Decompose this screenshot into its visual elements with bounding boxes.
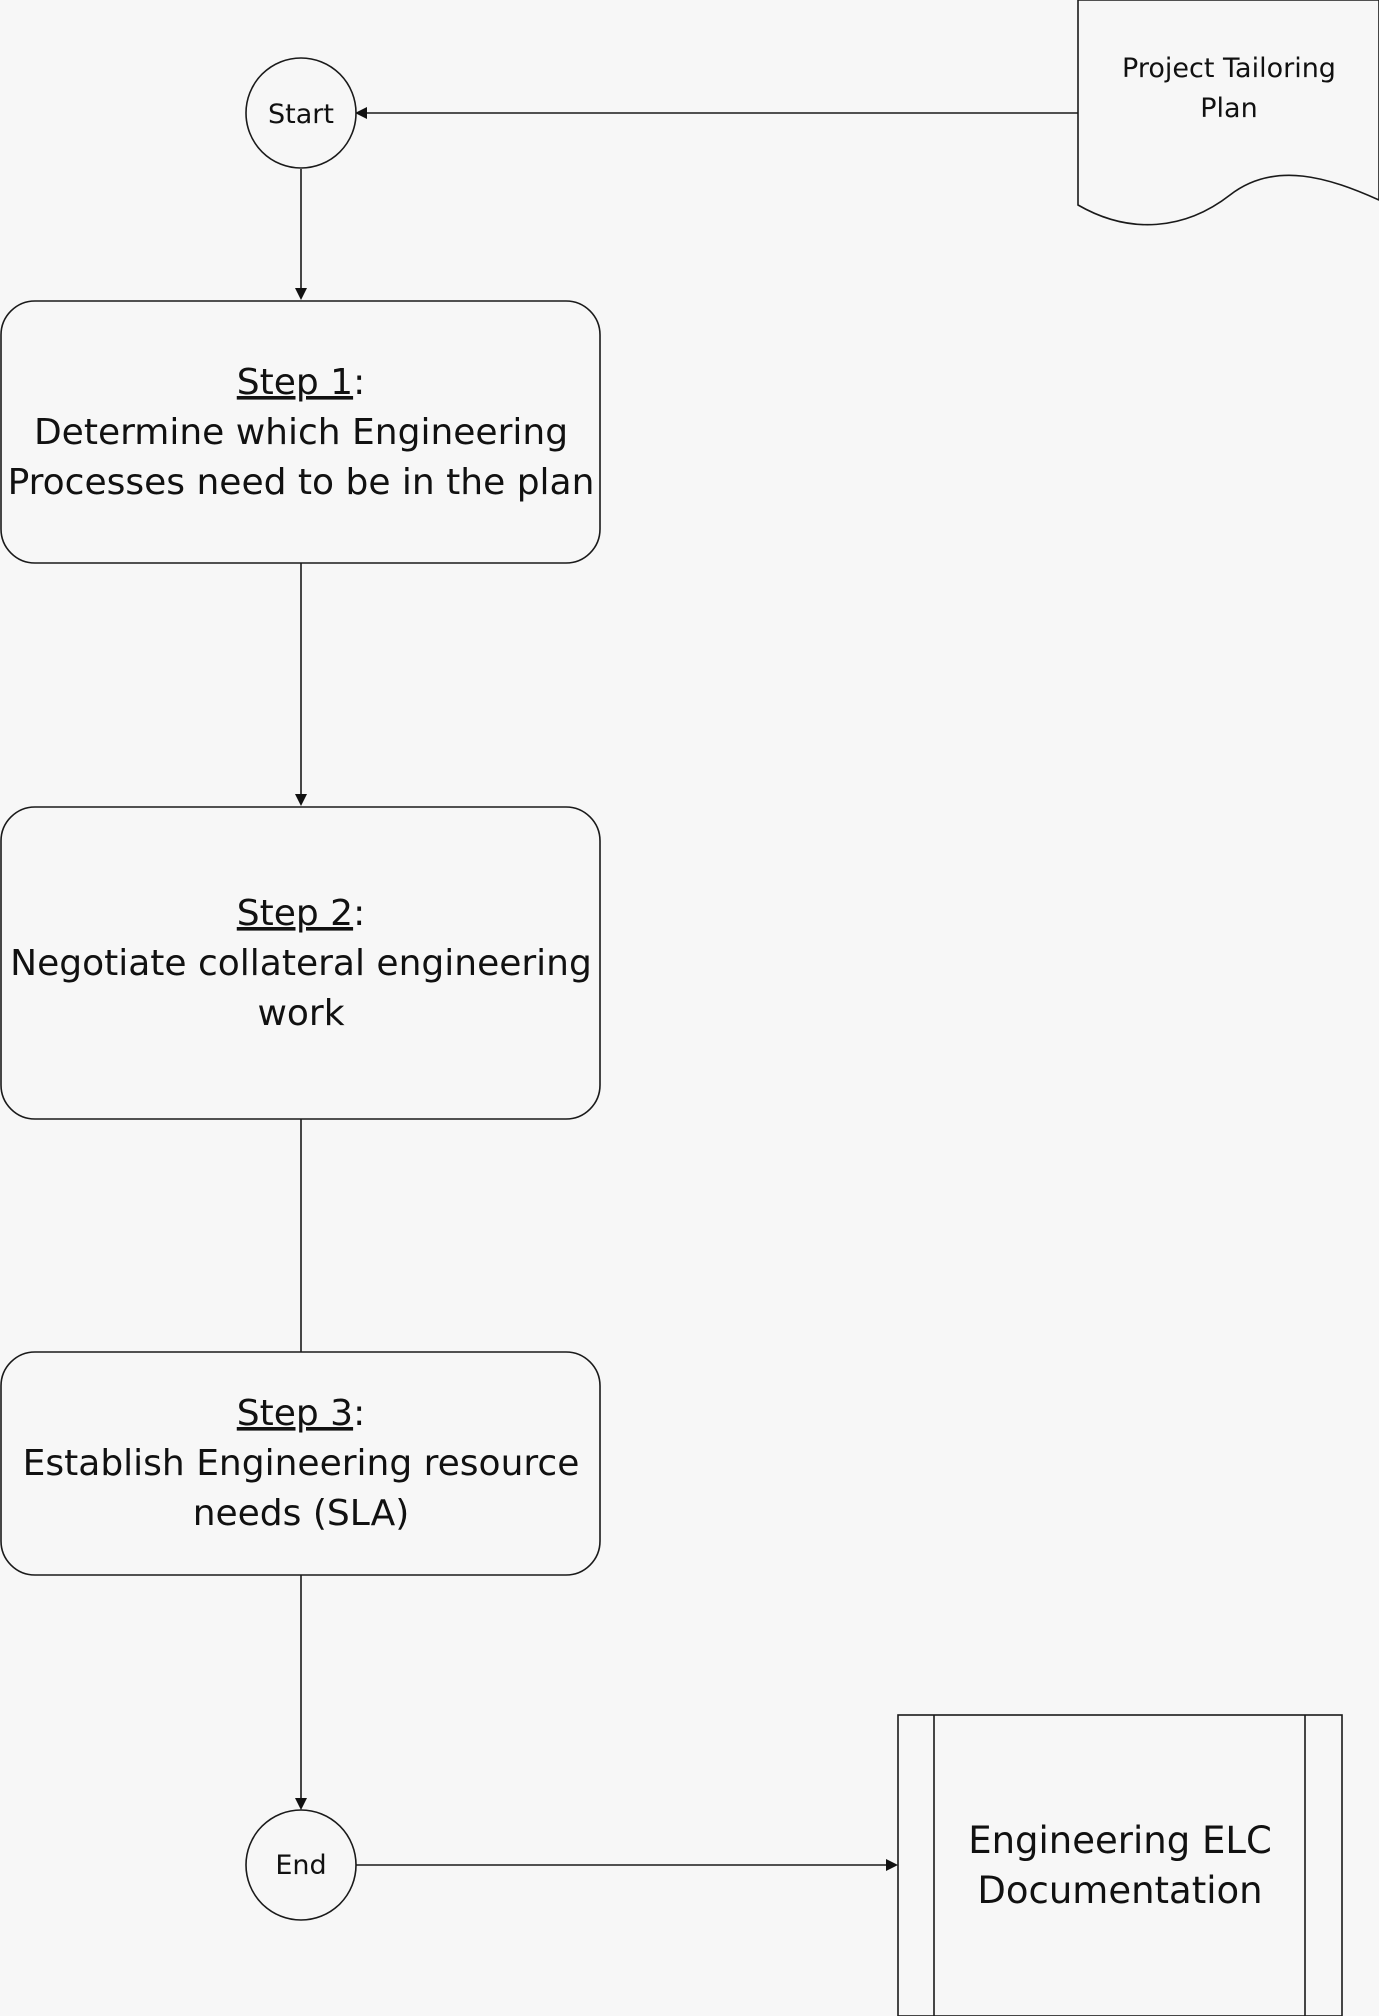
elc-doc-line-2: Documentation <box>977 1869 1262 1912</box>
step-1-process-box: Step 1: Determine which Engineering Proc… <box>0 300 601 564</box>
step-3-heading: Step 3: <box>237 1393 365 1434</box>
step-3-process-box: Step 3: Establish Engineering resource n… <box>0 1351 601 1576</box>
step-3-line-1: Establish Engineering resource <box>23 1443 580 1484</box>
step-2-colon: : <box>353 893 365 934</box>
step-3-colon: : <box>353 1393 365 1434</box>
step-1-line-2: Processes need to be in the plan <box>8 462 595 503</box>
step-1-line-1: Determine which Engineering <box>34 412 568 453</box>
end-label: End <box>275 1850 326 1881</box>
step-3-title: Step 3 <box>237 1393 353 1434</box>
tailoring-plan-line-1: Project Tailoring <box>1122 53 1336 84</box>
step-1-heading: Step 1: <box>237 362 365 403</box>
step-2-process-box: Step 2: Negotiate collateral engineering… <box>0 806 601 1120</box>
tailoring-plan-line-2: Plan <box>1200 93 1257 124</box>
step-2-line-2: work <box>257 993 344 1034</box>
step-3-line-2: needs (SLA) <box>193 1493 410 1534</box>
step-2-line-1: Negotiate collateral engineering <box>10 943 592 984</box>
engineering-elc-documentation-box: Engineering ELC Documentation <box>897 1714 1343 2016</box>
step-1-colon: : <box>353 362 365 403</box>
project-tailoring-plan-document: Project Tailoring Plan <box>1077 0 1379 226</box>
start-label: Start <box>268 99 334 130</box>
elc-doc-line-1: Engineering ELC <box>968 1819 1272 1862</box>
step-1-title: Step 1 <box>237 362 353 403</box>
step-2-title: Step 2 <box>237 893 353 934</box>
start-terminator: Start <box>245 57 357 169</box>
step-2-heading: Step 2: <box>237 893 365 934</box>
end-terminator: End <box>245 1809 357 1921</box>
